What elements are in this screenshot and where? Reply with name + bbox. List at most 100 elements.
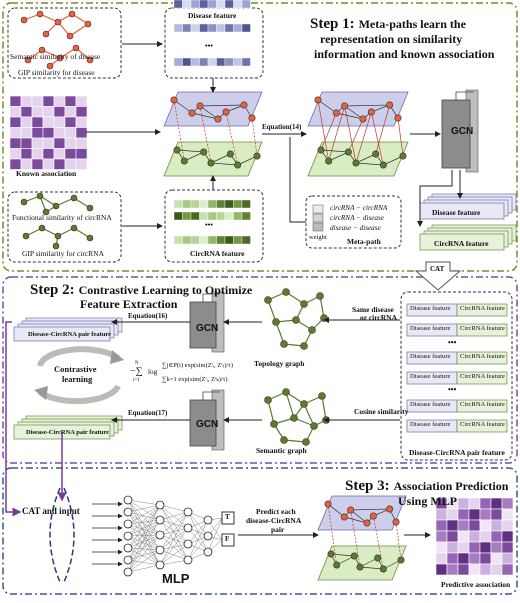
predictive-cell bbox=[501, 541, 514, 554]
mlp-neuron bbox=[155, 530, 165, 540]
mlp-connection bbox=[159, 527, 189, 536]
mlp-connection bbox=[159, 511, 189, 551]
gcn1-loop bbox=[455, 91, 474, 100]
het2-circrna-node bbox=[399, 152, 407, 160]
mlp-connection bbox=[127, 511, 161, 536]
het2-circrna-edge bbox=[320, 149, 349, 153]
predictive-cell bbox=[501, 530, 514, 543]
disease-feature-cell bbox=[173, 57, 183, 67]
het1-disease-node bbox=[196, 102, 204, 110]
equation14-label: Equation(14) bbox=[262, 123, 302, 131]
circrna-feature-cell bbox=[224, 235, 234, 245]
het3-circrna-edge bbox=[330, 553, 355, 557]
topology-graph bbox=[264, 288, 328, 350]
predictive-cell bbox=[468, 508, 481, 521]
het2-circrna-edge bbox=[383, 155, 404, 166]
known-association-label: Known association bbox=[16, 169, 77, 178]
predictive-cell bbox=[468, 530, 481, 543]
gip-circrna-node bbox=[86, 234, 94, 242]
disease-feature-cell bbox=[216, 57, 226, 67]
het2-disease-node bbox=[314, 96, 322, 104]
circrna-feature-cell bbox=[207, 211, 217, 221]
het3-disease-node bbox=[363, 519, 371, 527]
circrna-feature-cell bbox=[224, 211, 234, 221]
circrna-feature-cell bbox=[199, 235, 209, 245]
gip-disease-node bbox=[46, 62, 54, 70]
known-association-cell bbox=[53, 106, 66, 118]
known-association-cell bbox=[20, 148, 33, 160]
known-association-cell bbox=[53, 158, 66, 170]
mlp-connection bbox=[127, 564, 161, 573]
circrna-feature-cell bbox=[233, 199, 243, 209]
gip-circrna-node bbox=[70, 224, 78, 232]
cat-and-input-label: CAT and input bbox=[22, 506, 80, 516]
semantic-graph-node bbox=[302, 438, 310, 446]
semantic-graph bbox=[264, 388, 330, 446]
topology-node bbox=[280, 340, 288, 348]
het1-circrna-edge bbox=[184, 151, 204, 162]
mlp-connection bbox=[127, 504, 161, 573]
gcn-label-step1: GCN bbox=[451, 126, 474, 137]
predictive-cell bbox=[501, 563, 514, 576]
het1-disease-edge bbox=[173, 99, 193, 114]
circrna-feature-cell bbox=[216, 235, 226, 245]
mlp-connection bbox=[127, 511, 161, 551]
pair-feature-table-box bbox=[400, 291, 513, 461]
known-association-cell bbox=[31, 95, 44, 107]
predictive-cell bbox=[479, 519, 492, 532]
het1-association-link bbox=[199, 105, 212, 164]
het3-disease-plane bbox=[317, 495, 407, 531]
predictive-cell bbox=[446, 541, 459, 554]
known-association-cell bbox=[42, 106, 55, 118]
disease-feature-cell bbox=[207, 23, 217, 33]
contrastive-arrowhead-bottom bbox=[34, 386, 48, 400]
mlp-neuron bbox=[203, 515, 213, 525]
predictive-cell bbox=[446, 508, 459, 521]
mlp-neuron bbox=[155, 545, 165, 555]
het1-circrna-edge bbox=[210, 162, 238, 166]
topology-node bbox=[292, 316, 300, 324]
het1-circrna-node bbox=[207, 159, 215, 167]
mlp-connection bbox=[159, 534, 189, 545]
mlp-connection bbox=[159, 504, 189, 545]
mlp-neuron bbox=[123, 555, 133, 565]
semantic-graph-edge bbox=[321, 395, 327, 421]
table-circrna-label: CircRNA feature bbox=[460, 353, 505, 360]
known-association-cell bbox=[75, 148, 88, 160]
circrna-feature-box bbox=[164, 189, 264, 263]
disease-feature-cell bbox=[207, 0, 217, 9]
known-association-cell bbox=[20, 116, 33, 128]
het2-circrna-plane bbox=[307, 141, 409, 177]
het2-association-link bbox=[355, 111, 372, 164]
disease-feature-cell bbox=[207, 57, 217, 67]
known-association-cell bbox=[20, 137, 33, 149]
mlp-neuron bbox=[183, 539, 193, 549]
mlp-connection bbox=[159, 504, 189, 529]
functional-similarity-graph bbox=[20, 192, 94, 216]
mlp-connection bbox=[127, 504, 161, 513]
table-disease-label: Disease feature bbox=[410, 401, 451, 408]
semantic-node bbox=[84, 20, 92, 28]
predictive-cell bbox=[457, 519, 470, 532]
heterogeneous-graph-input bbox=[163, 91, 263, 177]
semantic-node bbox=[68, 10, 76, 18]
het3-circrna-node bbox=[379, 565, 387, 573]
same-disease-label-2: or circRNA bbox=[360, 313, 398, 322]
mlp-connection bbox=[127, 549, 161, 573]
mlp-neuron bbox=[183, 555, 193, 565]
disease-feature-cell bbox=[190, 23, 200, 33]
het1-disease-node bbox=[222, 108, 230, 116]
table-disease-label: Disease feature bbox=[410, 373, 451, 380]
metapath-box bbox=[305, 195, 402, 249]
predictive-cell bbox=[457, 497, 470, 510]
predictive-cell bbox=[435, 519, 448, 532]
known-association-cell bbox=[31, 106, 44, 118]
step1-title: Step 1: Meta-paths learn the bbox=[310, 16, 466, 33]
het2-circrna-node bbox=[352, 159, 360, 167]
predictive-cell bbox=[490, 508, 503, 521]
het3-association-link bbox=[372, 515, 384, 570]
table-ellipsis: ••• bbox=[448, 385, 457, 394]
het1-circrna-node bbox=[234, 161, 242, 169]
het2-disease-node bbox=[394, 114, 402, 122]
disease-feature-output-label: Disease feature bbox=[432, 208, 481, 217]
